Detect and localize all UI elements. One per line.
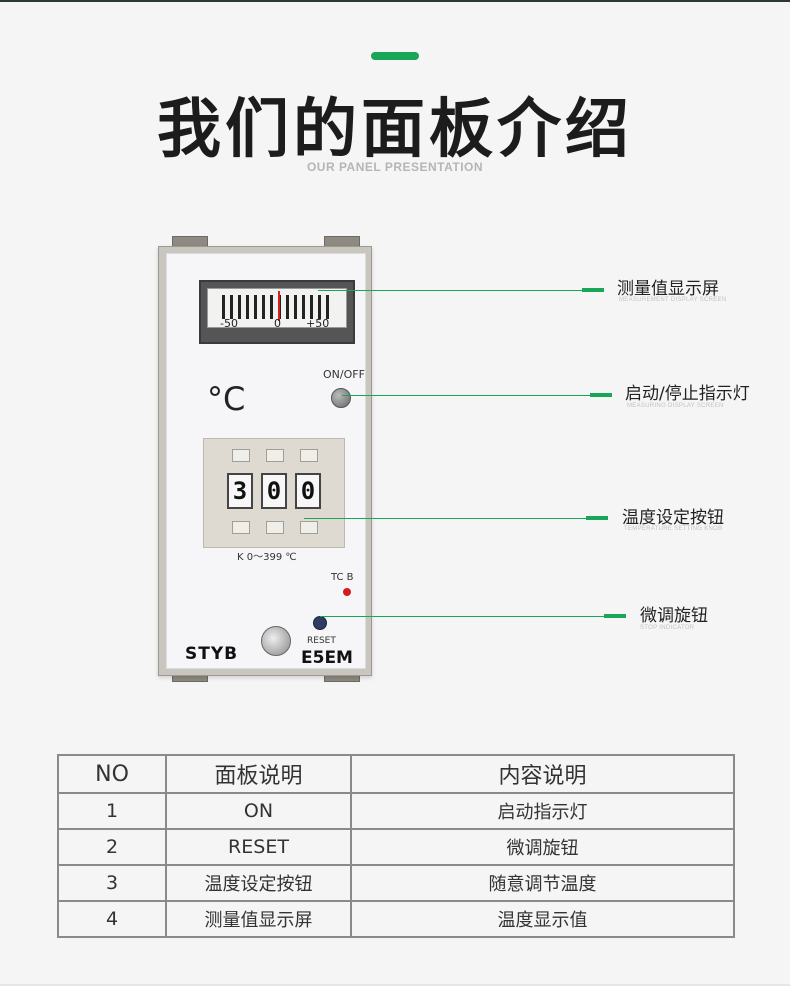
temperature-range-label: K 0～399 ℃ (237, 552, 297, 563)
table-row: 2 RESET 微调旋钮 (57, 828, 735, 866)
celsius-unit-label: °C (207, 380, 246, 418)
table-cell-content: 启动指示灯 (350, 792, 735, 830)
panel-description-table: NO 面板说明 内容说明 1 ON 启动指示灯 2 RESET 微调旋钮 3 温… (57, 754, 735, 938)
meter-label-max: +50 (306, 317, 330, 328)
callout-label-display: 测量值显示屏 (617, 279, 719, 299)
controller-face-panel: -50 0 +50 ON/OFF °C 3 0 0 K 0～399 ℃ TC B… (166, 253, 366, 669)
table-header-content: 内容说明 (350, 754, 735, 794)
bottom-border-line (0, 984, 790, 986)
callout-line-display (318, 290, 604, 291)
setting-digit-tens: 0 (261, 473, 287, 509)
callout-sub-indicator: MEASURING DISPLAY SCREEN (627, 403, 724, 409)
table-cell-no: 4 (57, 900, 167, 938)
table-row: 4 测量值显示屏 温度显示值 (57, 900, 735, 938)
page-title: 我们的面板介绍 (157, 93, 633, 167)
setting-digit-hundreds: 3 (227, 473, 253, 509)
table-cell-panel: 温度设定按钮 (165, 864, 352, 902)
tc-b-label: TC B (331, 572, 354, 583)
digit-1-up-button[interactable] (232, 449, 250, 462)
table-header-panel: 面板说明 (165, 754, 352, 794)
callout-line-knob (320, 616, 624, 617)
meter-scale-labels: -50 0 +50 (210, 317, 344, 328)
onoff-label: ON/OFF (323, 368, 365, 381)
page-subtitle: OUR PANEL PRESENTATION (306, 160, 484, 174)
table-cell-panel: ON (165, 792, 352, 830)
callout-marker-display (582, 288, 604, 292)
callout-sub-display: MEASUREMENT DISPLAY SCREEN (619, 297, 727, 303)
digit-2-up-button[interactable] (266, 449, 284, 462)
callout-marker-setting (586, 516, 608, 520)
table-cell-content: 温度显示值 (350, 900, 735, 938)
model-label: E5EM (301, 648, 353, 668)
callout-marker-knob (604, 614, 626, 618)
table-cell-no: 1 (57, 792, 167, 830)
table-cell-panel: RESET (165, 828, 352, 866)
callout-line-setting (304, 518, 606, 519)
start-stop-indicator-lamp (331, 388, 351, 408)
reset-button[interactable] (313, 616, 327, 630)
digit-3-down-button[interactable] (300, 521, 318, 534)
table-row: 3 温度设定按钮 随意调节温度 (57, 864, 735, 902)
temperature-controller: -50 0 +50 ON/OFF °C 3 0 0 K 0～399 ℃ TC B… (158, 246, 372, 676)
fine-tune-knob[interactable] (261, 626, 291, 656)
callout-sub-knob: STOP INDICATOR (640, 625, 695, 631)
callout-label-knob: 微调旋钮 (640, 606, 708, 626)
digit-3-up-button[interactable] (300, 449, 318, 462)
table-header-no: NO (57, 754, 167, 794)
brand-label: STYB (185, 644, 239, 664)
callout-line-indicator (342, 395, 612, 396)
digit-2-down-button[interactable] (266, 521, 284, 534)
meter-needle (278, 291, 280, 321)
table-row: 1 ON 启动指示灯 (57, 792, 735, 830)
table-cell-panel: 测量值显示屏 (165, 900, 352, 938)
temperature-setting-thumbwheel: 3 0 0 (203, 438, 345, 548)
title-accent-bar (371, 52, 419, 60)
measurement-display-screen: -50 0 +50 (199, 280, 355, 344)
table-cell-content: 微调旋钮 (350, 828, 735, 866)
meter-window: -50 0 +50 (207, 288, 347, 328)
digit-1-down-button[interactable] (232, 521, 250, 534)
tc-b-indicator-led (343, 588, 351, 596)
table-cell-content: 随意调节温度 (350, 864, 735, 902)
callout-sub-setting: TEMPERATURE SETTING KNOB (624, 526, 723, 532)
meter-label-min: -50 (220, 317, 238, 328)
callout-label-indicator: 启动/停止指示灯 (625, 384, 750, 404)
meter-label-zero: 0 (274, 317, 281, 328)
reset-label: RESET (307, 636, 336, 646)
setting-digit-ones: 0 (295, 473, 321, 509)
table-cell-no: 3 (57, 864, 167, 902)
callout-marker-indicator (590, 393, 612, 397)
callout-label-setting: 温度设定按钮 (622, 508, 724, 528)
top-border-line (0, 0, 790, 2)
table-header-row: NO 面板说明 内容说明 (57, 754, 735, 794)
table-cell-no: 2 (57, 828, 167, 866)
